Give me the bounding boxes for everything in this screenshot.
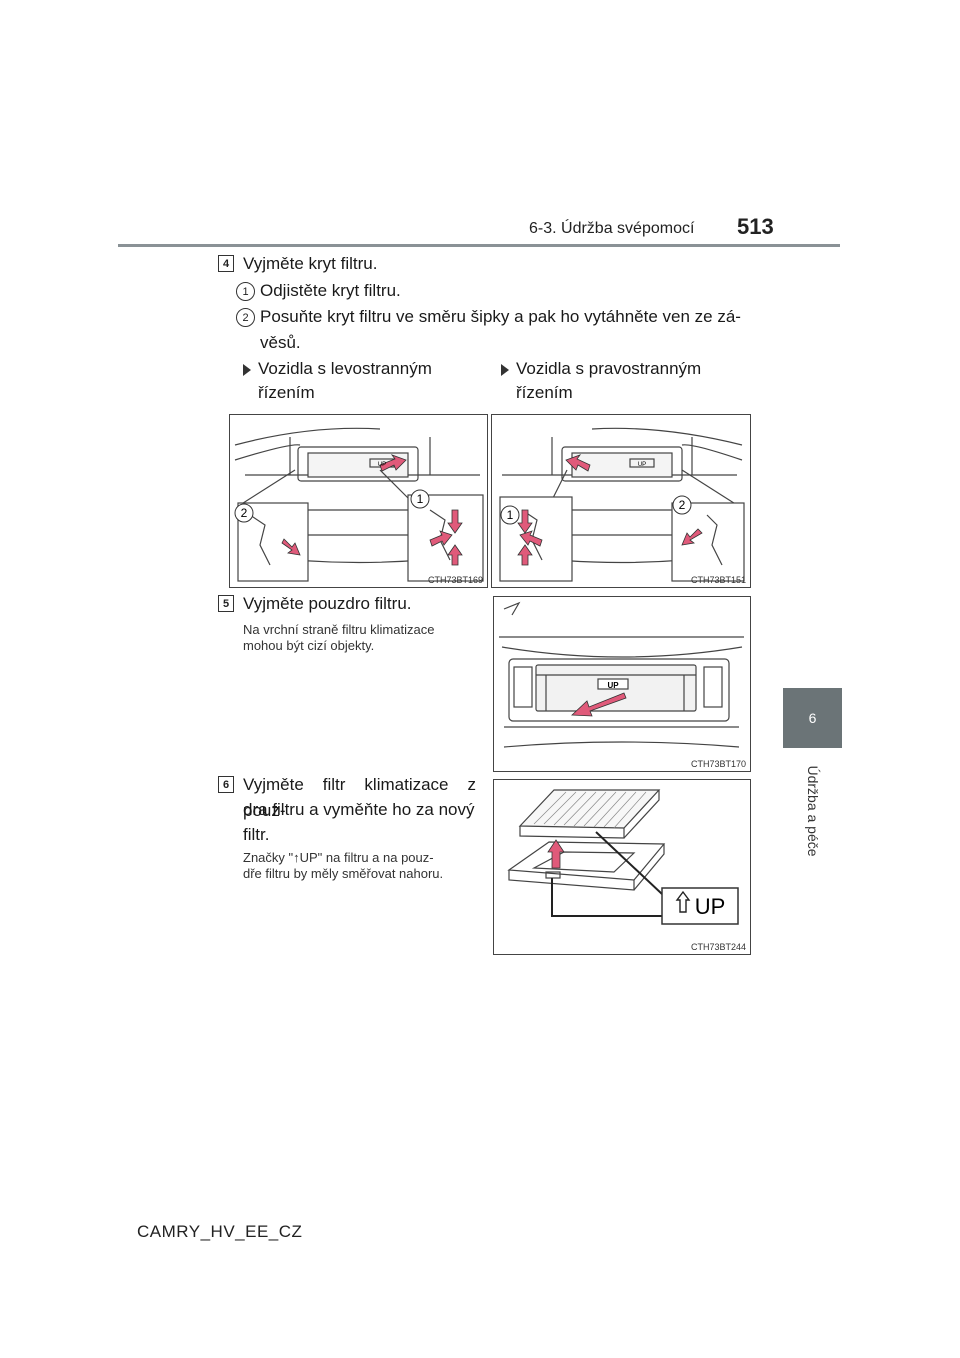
callout-1: 1 <box>417 492 424 506</box>
step-number-5: 5 <box>218 595 234 612</box>
section-title: 6-3. Údržba svépomocí <box>529 220 695 237</box>
figure-filter-illustration: UP <box>507 789 739 925</box>
figure-rhd-filter-cover: 1 2 UP CTH73BT151 <box>491 414 751 588</box>
substep-2-line-1: Posuňte kryt filtru ve směru šipky a pak… <box>260 307 741 326</box>
callout-2: 2 <box>241 506 248 520</box>
substep-number-1: 1 <box>236 282 255 301</box>
chapter-title: Údržba a péče <box>804 765 821 857</box>
figure-lhd-illustration: 1 2 UP <box>234 427 484 582</box>
figure-code: CTH73BT170 <box>690 759 746 769</box>
step-6-title-line-1: Vyjměte filtr klimatizace z pouz- <box>243 775 476 820</box>
step-5-note-line-2: mohou být cizí objekty. <box>243 638 375 653</box>
figure-filter-case-illustration: UP <box>499 601 744 748</box>
step-5-title: Vyjměte pouzdro filtru. <box>243 594 412 613</box>
substep-1-text: Odjistěte kryt filtru. <box>260 281 401 300</box>
figure-lhd-filter-cover: 1 2 UP CTH73BT169 <box>229 414 488 588</box>
step-5-note-line-1: Na vrchní straně filtru klimatizace <box>243 622 435 637</box>
callout-1: 1 <box>507 508 514 522</box>
variant-lhd-line-2: řízením <box>258 383 315 402</box>
step-6-title-line-3: filtr. <box>243 825 270 844</box>
substep-2-line-2: věsů. <box>260 333 301 352</box>
variant-lhd-line-1: Vozidla s levostranným <box>258 359 432 378</box>
figure-code: CTH73BT151 <box>690 575 746 585</box>
figure-filter-case: UP CTH73BT170 <box>493 596 751 772</box>
bullet-triangle-icon <box>501 364 509 376</box>
up-label: UP <box>695 894 726 919</box>
document-code: CAMRY_HV_EE_CZ <box>137 1222 303 1241</box>
bullet-triangle-icon <box>243 364 251 376</box>
figure-filter-replacement: UP CTH73BT244 <box>493 779 751 955</box>
step-4-title: Vyjměte kryt filtru. <box>243 254 378 273</box>
step-number-6: 6 <box>218 776 234 793</box>
variant-rhd-line-2: řízením <box>516 383 573 402</box>
substep-number-2: 2 <box>236 308 255 327</box>
chapter-tab[interactable]: 6 <box>783 688 842 748</box>
step-6-title-line-2: dra filtru a vyměňte ho za nový <box>243 800 475 819</box>
callout-2: 2 <box>679 498 686 512</box>
figure-code: CTH73BT244 <box>690 942 746 952</box>
figure-code: CTH73BT169 <box>427 575 483 585</box>
header-rule <box>118 244 840 247</box>
up-label: UP <box>638 462 646 468</box>
up-label: UP <box>607 681 619 690</box>
step-6-note-line-2: dře filtru by měly směřovat nahoru. <box>243 866 444 881</box>
step-6-note-line-1: Značky "↑UP" na filtru a na pouz- <box>243 850 434 865</box>
step-number-4: 4 <box>218 255 234 272</box>
up-label: UP <box>378 462 386 468</box>
page-number: 513 <box>737 214 774 239</box>
variant-rhd-line-1: Vozidla s pravostranným <box>516 359 702 378</box>
figure-rhd-illustration: 1 2 UP <box>499 427 745 582</box>
